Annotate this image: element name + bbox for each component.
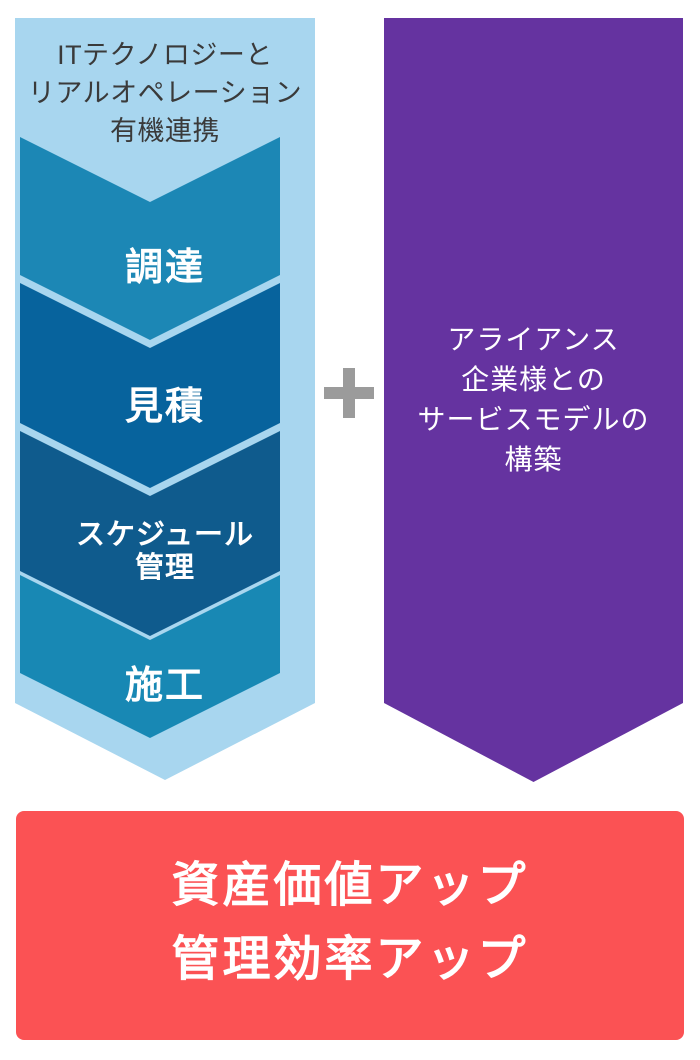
plus-icon bbox=[324, 368, 374, 418]
result-line-2: 管理効率アップ bbox=[171, 933, 529, 986]
step-label-schedule-line-1: スケジュール bbox=[76, 519, 254, 551]
alliance-line-4: 構築 bbox=[504, 444, 563, 475]
step-label-schedule-line-2: 管理 bbox=[134, 552, 195, 584]
alliance-banner bbox=[384, 18, 683, 782]
step-label-schedule: スケジュール 管理 bbox=[15, 519, 315, 585]
alliance-banner-text: アライアンス 企業様との サービスモデルの 構築 bbox=[384, 320, 683, 480]
heading-line-3: 有機連携 bbox=[110, 116, 220, 146]
alliance-line-2: 企業様との bbox=[461, 364, 606, 395]
step-label-procurement: 調達 bbox=[124, 247, 205, 289]
result-box bbox=[16, 811, 684, 1040]
result-box-text: 資産価値アップ 管理効率アップ bbox=[16, 811, 684, 997]
banner-heading: ITテクノロジーと リアルオペレーション 有機連携 bbox=[15, 36, 315, 150]
result-line-1: 資産価値アップ bbox=[171, 859, 529, 912]
step-label-estimate: 見積 bbox=[124, 386, 205, 428]
alliance-line-1: アライアンス bbox=[447, 324, 620, 355]
alliance-line-3: サービスモデルの bbox=[417, 404, 650, 435]
heading-line-2: リアルオペレーション bbox=[27, 78, 303, 108]
heading-line-1: ITテクノロジーと bbox=[57, 40, 273, 70]
step-label-construction: 施工 bbox=[124, 665, 205, 707]
plus-icon-vertical-bar bbox=[343, 368, 355, 418]
